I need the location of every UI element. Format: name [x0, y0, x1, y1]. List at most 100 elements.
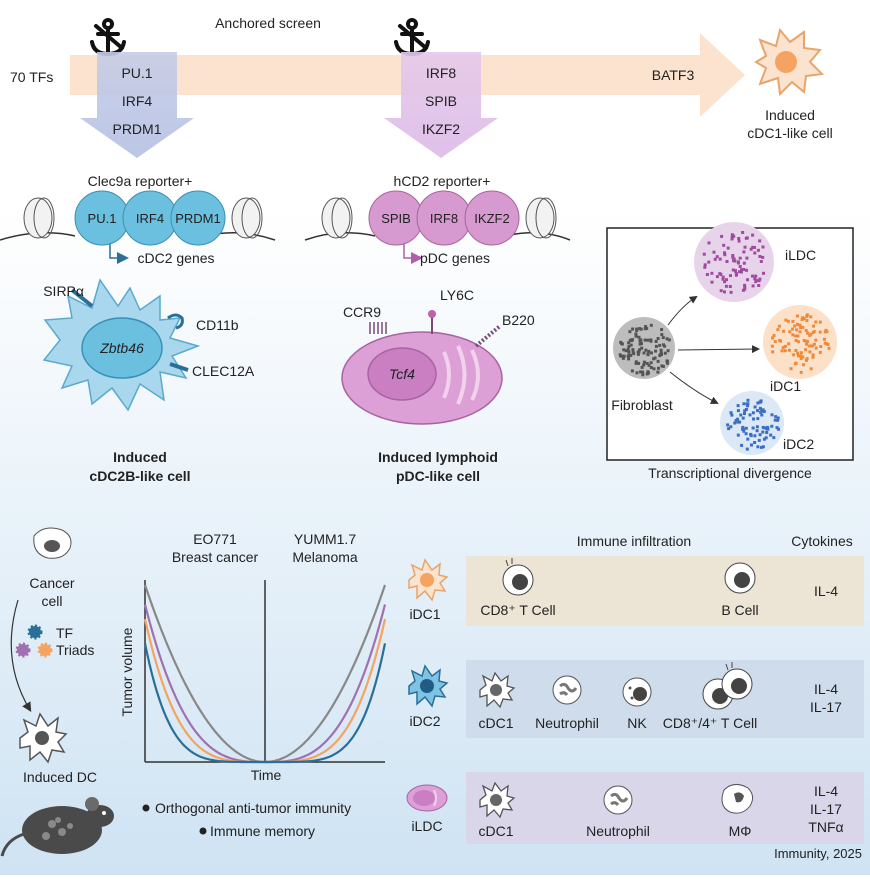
macrophage-icon	[721, 784, 754, 814]
cluster-point	[642, 351, 646, 355]
cluster-point	[799, 357, 803, 361]
nucleosome-icon	[321, 197, 557, 239]
idc1-cell-icon	[408, 558, 449, 602]
cluster-point	[812, 342, 816, 346]
cluster-point	[745, 447, 749, 451]
cluster-point	[719, 289, 723, 293]
cluster-point	[799, 354, 803, 358]
cluster-point	[627, 354, 631, 358]
cluster-point	[743, 287, 747, 291]
cluster-point	[805, 313, 809, 317]
neutrophil-icon	[552, 675, 582, 705]
cluster-point	[736, 417, 740, 421]
tumor-curve-4	[143, 643, 387, 764]
cluster-point	[775, 426, 779, 430]
cluster-point	[754, 274, 758, 278]
cluster-point	[758, 239, 762, 243]
cluster-point	[789, 367, 793, 371]
cdc1-small-icon	[479, 671, 516, 709]
cdc1-label-2: cDC1-like cell	[747, 125, 833, 141]
cluster-point	[639, 370, 643, 374]
cluster-point	[801, 355, 805, 359]
cluster-point	[705, 273, 709, 276]
cluster-point	[818, 330, 822, 334]
cluster-point	[787, 342, 791, 346]
cluster-point	[656, 359, 660, 363]
cluster-point	[649, 361, 653, 365]
cluster-point	[762, 271, 765, 275]
cluster-point	[736, 433, 740, 437]
pdc-cell-icon	[341, 310, 503, 425]
row-label-idc2: iDC2	[409, 713, 440, 729]
cluster-point	[642, 363, 646, 367]
cluster-point	[702, 252, 706, 256]
tf-label: TF	[56, 625, 73, 641]
cluster-point	[742, 402, 746, 406]
cluster-point	[657, 366, 660, 370]
cluster-point	[629, 353, 633, 357]
tf-triad-icon	[15, 624, 53, 658]
gene-arrow	[403, 244, 423, 264]
cluster-point	[646, 338, 650, 342]
cluster-point	[814, 320, 818, 324]
cluster-point	[646, 352, 650, 356]
cluster-point	[788, 330, 792, 334]
cluster-point	[741, 231, 745, 234]
cluster-point	[774, 415, 778, 419]
cluster-point	[654, 344, 658, 348]
induced-dc-label: Induced DC	[23, 769, 97, 785]
cluster-point	[795, 322, 799, 326]
cytokine-idc2-2: IL-17	[810, 699, 842, 715]
cluster-point	[736, 420, 740, 424]
cluster-point	[760, 413, 764, 417]
cluster-point	[755, 429, 759, 433]
cluster-point	[779, 339, 783, 343]
cluster-point	[638, 342, 642, 346]
cluster-point	[758, 406, 762, 410]
cluster-point	[649, 323, 653, 327]
cluster-point	[729, 411, 733, 415]
cluster-point	[661, 364, 665, 368]
cluster-point	[738, 420, 742, 424]
row-idc1	[466, 556, 864, 626]
cluster-point	[811, 355, 815, 359]
cluster-point	[725, 278, 728, 282]
cluster-point	[730, 237, 734, 241]
cluster-point	[737, 237, 741, 240]
cluster-point	[811, 353, 815, 357]
cluster-point	[744, 426, 748, 430]
cluster-point	[761, 408, 765, 412]
cluster-point	[750, 443, 753, 447]
cluster-point	[818, 350, 822, 354]
cluster-point	[632, 352, 636, 356]
cluster-point	[728, 285, 732, 288]
bullet-1: Orthogonal anti-tumor immunity	[155, 800, 351, 816]
cell-cd8-t: CD8⁺ T Cell	[480, 602, 555, 618]
mouse-icon	[0, 797, 114, 857]
model-1-line1: EO771	[193, 531, 237, 547]
cluster-point	[761, 445, 765, 449]
cluster-point	[809, 367, 813, 371]
nucleosome-icon	[23, 197, 263, 239]
cluster-point	[667, 338, 671, 342]
cluster-point	[762, 410, 766, 413]
cluster-point	[741, 425, 745, 429]
cluster-point	[618, 353, 622, 357]
cluster-point	[762, 437, 766, 441]
cell-nk: NK	[627, 715, 647, 731]
nk-cell-icon	[622, 677, 652, 707]
cluster-point	[751, 411, 755, 415]
cluster-point	[641, 370, 645, 374]
cluster-point	[796, 334, 800, 338]
cluster-point	[772, 436, 776, 440]
cluster-point	[631, 350, 635, 354]
cluster-point	[665, 361, 669, 365]
cluster-point	[729, 274, 732, 278]
cluster-point	[723, 251, 726, 255]
cluster-point	[771, 350, 775, 354]
cluster-point	[772, 334, 776, 337]
tumor-chart	[143, 580, 387, 764]
row-idc2	[466, 660, 864, 738]
cluster-point	[823, 337, 826, 341]
